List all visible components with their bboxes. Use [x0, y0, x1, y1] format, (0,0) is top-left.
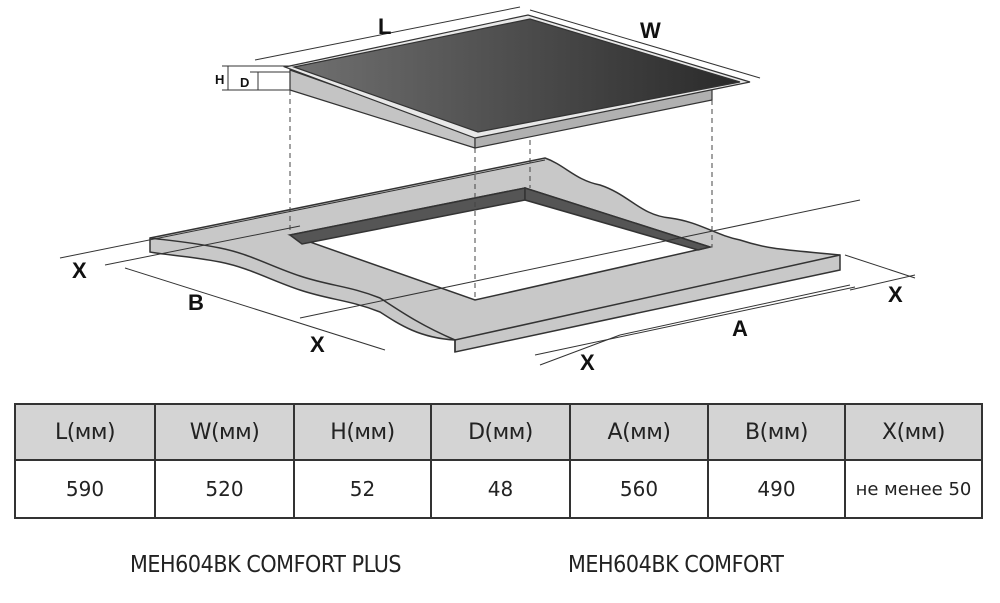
header-x: X(мм) [844, 403, 983, 461]
projection-lines [289, 90, 713, 300]
header-d: D(мм) [430, 403, 571, 461]
label-l: L [378, 14, 391, 39]
header-b: B(мм) [707, 403, 846, 461]
countertop [149, 157, 841, 353]
dimensions-table: L(мм) W(мм) H(мм) D(мм) A(мм) B(мм) X(мм… [14, 403, 983, 519]
installation-diagram: L W H D X B X A X X [59, 6, 916, 375]
label-b: B [188, 290, 204, 315]
value-b: 490 [707, 459, 846, 519]
value-w: 520 [154, 459, 295, 519]
model-name-comfort: MEH604BK COMFORT [568, 552, 784, 578]
label-x-bottom: X [580, 350, 595, 375]
value-d: 48 [430, 459, 571, 519]
value-x: не менее 50 [844, 459, 983, 519]
header-a: A(мм) [569, 403, 709, 461]
label-x-bottom-left: X [310, 332, 325, 357]
label-a: A [732, 316, 748, 341]
label-w: W [640, 18, 661, 43]
model-name-comfort-plus: MEH604BK COMFORT PLUS [130, 552, 402, 578]
value-a: 560 [569, 459, 709, 519]
value-l: 590 [14, 459, 156, 519]
value-h: 52 [293, 459, 432, 519]
label-x-right: X [888, 282, 903, 307]
dimension-lines [59, 6, 916, 366]
header-h: H(мм) [293, 403, 432, 461]
header-w: W(мм) [154, 403, 295, 461]
table-header-row: L(мм) W(мм) H(мм) D(мм) A(мм) B(мм) X(мм… [14, 403, 983, 461]
hob [282, 14, 751, 149]
label-x-left: X [72, 258, 87, 283]
table-row: 590 520 52 48 560 490 не менее 50 [14, 459, 983, 519]
label-h: H [215, 72, 224, 87]
header-l: L(мм) [14, 403, 156, 461]
label-d: D [240, 75, 249, 90]
